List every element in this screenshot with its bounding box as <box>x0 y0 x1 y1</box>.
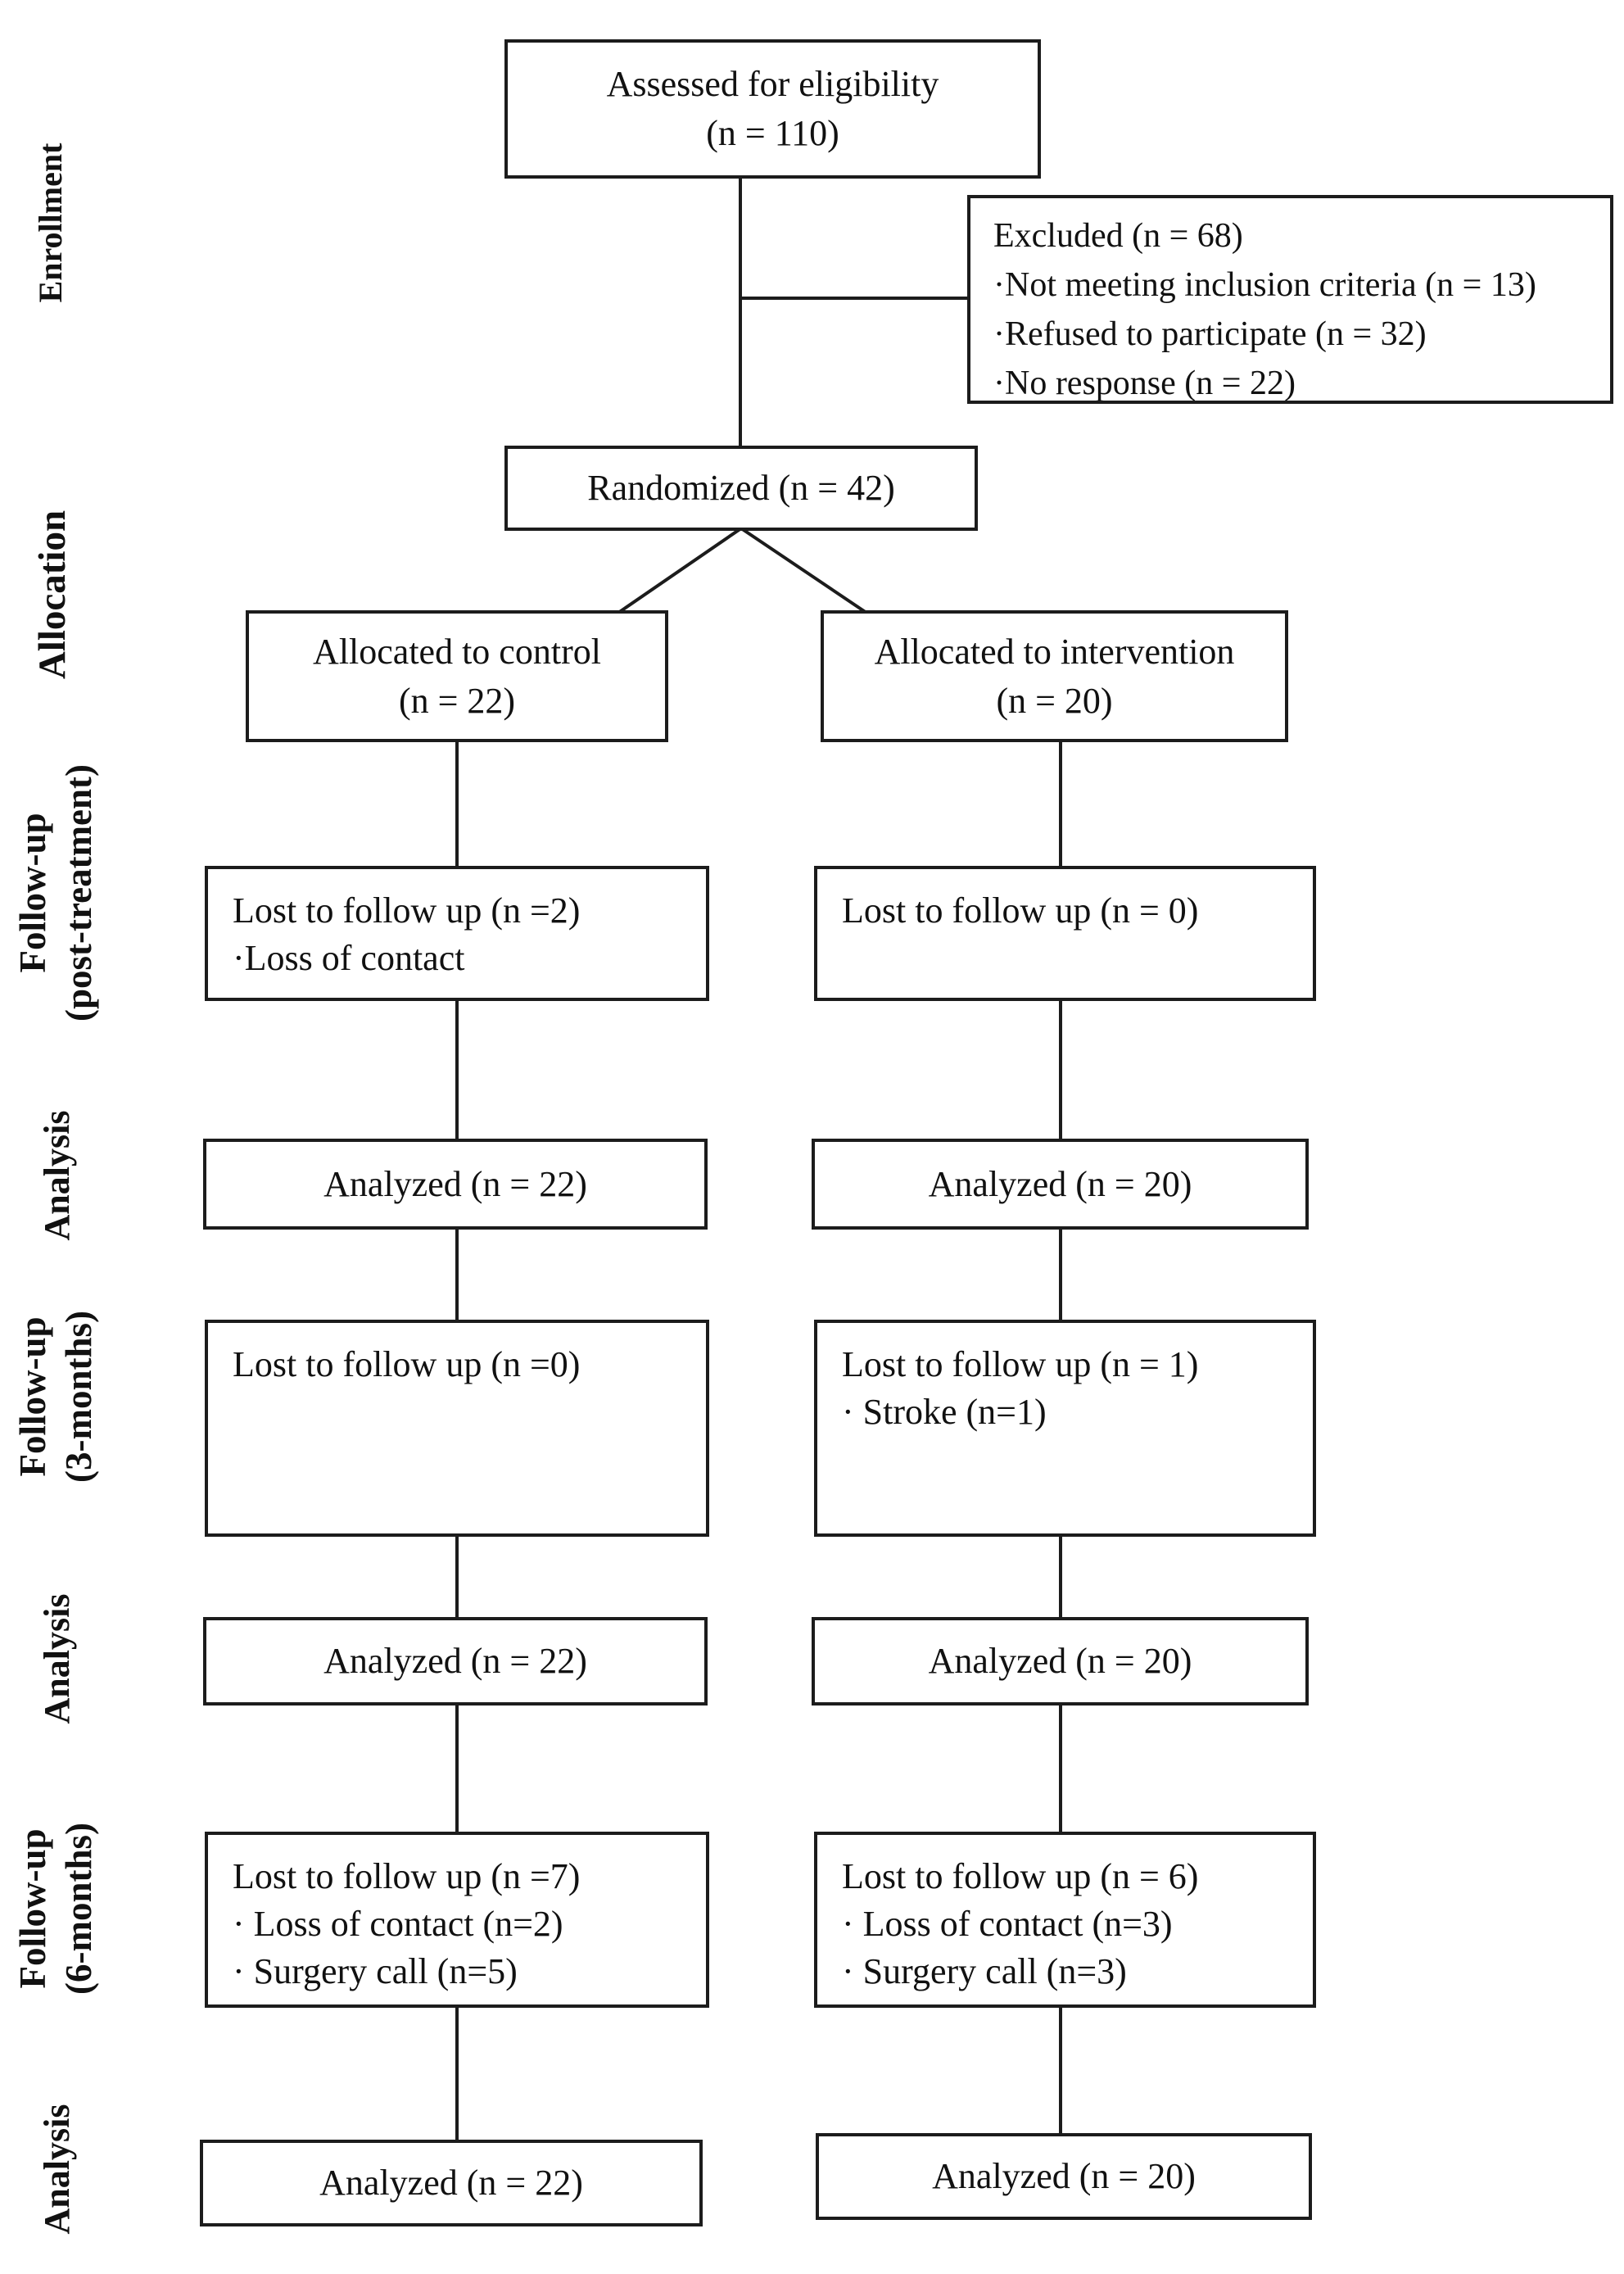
box-analyzed-3m-intervention: Analyzed (n = 20) <box>812 1617 1309 1706</box>
box-analyzed-6m-control: Analyzed (n = 22) <box>200 2140 703 2226</box>
box-lost-to-followup-3m-intervention: Lost to follow up (n = 1) · Stroke (n=1) <box>814 1320 1316 1537</box>
box-line: Excluded (n = 68) <box>993 217 1243 255</box>
box-line: Randomized (n = 42) <box>587 468 895 508</box>
stage-label-followup-3-months: Follow-up (3-months) <box>10 1311 102 1483</box>
box-line: Lost to follow up (n = 6) <box>842 1856 1199 1896</box>
stage-label-text: Analysis <box>37 1593 77 1724</box>
box-lost-to-followup-6m-control: Lost to follow up (n =7) · Loss of conta… <box>205 1832 709 2008</box>
box-line: ·Not meeting inclusion criteria (n = 13) <box>993 266 1536 304</box>
box-line: Allocated to intervention <box>874 631 1235 672</box>
connector-line <box>616 526 744 615</box>
stage-label-line: Follow-up <box>12 813 53 973</box>
box-lost-to-followup-post-control: Lost to follow up (n =2) ·Loss of contac… <box>205 866 709 1001</box>
box-line: · Stroke (n=1) <box>842 1392 1047 1432</box>
box-line: · Surgery call (n=5) <box>233 1951 518 1991</box>
box-analyzed-post-intervention: Analyzed (n = 20) <box>812 1139 1309 1230</box>
stage-label-text: Analysis <box>37 2104 77 2235</box>
stage-label-analysis-post-treatment: Analysis <box>34 1111 80 1241</box>
box-line: · Loss of contact (n=2) <box>233 1904 563 1944</box>
stage-label-line: Follow-up <box>12 1316 53 1477</box>
box-line: (n = 22) <box>398 680 516 721</box>
stage-label-enrollment: Enrollment <box>28 143 74 303</box>
box-analyzed-6m-intervention: Analyzed (n = 20) <box>816 2133 1312 2220</box>
stage-label-line: Follow-up <box>12 1828 53 1989</box>
stage-label-followup-post-treatment: Follow-up (post-treatment) <box>10 764 102 1021</box>
box-analyzed-3m-control: Analyzed (n = 22) <box>203 1617 708 1706</box>
box-line: ·Loss of contact <box>233 938 465 978</box>
box-randomized: Randomized (n = 42) <box>504 446 978 531</box>
box-lost-to-followup-post-intervention: Lost to follow up (n = 0) <box>814 866 1316 1001</box>
box-excluded: Excluded (n = 68) ·Not meeting inclusion… <box>967 195 1613 404</box>
stage-label-line: (6-months) <box>58 1823 99 1995</box>
box-lost-to-followup-3m-control: Lost to follow up (n =0) <box>205 1320 709 1537</box>
box-line: (n = 110) <box>706 113 839 153</box>
box-lost-to-followup-6m-intervention: Lost to follow up (n = 6) · Loss of cont… <box>814 1832 1316 2008</box>
box-line: Lost to follow up (n = 1) <box>842 1344 1199 1384</box>
box-line: Analyzed (n = 22) <box>319 2163 583 2203</box>
box-line: ·Refused to participate (n = 32) <box>993 315 1427 353</box>
box-line: Allocated to control <box>313 631 601 672</box>
box-line: Lost to follow up (n =2) <box>233 890 581 931</box>
box-line: Lost to follow up (n = 0) <box>842 890 1199 931</box>
stage-label-text: Enrollment <box>32 143 69 303</box>
stage-label-analysis-6-months: Analysis <box>34 2104 80 2235</box>
box-line: (n = 20) <box>996 680 1113 721</box>
box-line: Assessed for eligibility <box>606 64 939 104</box>
connector-line <box>739 526 869 615</box>
box-line: Lost to follow up (n =7) <box>233 1856 581 1896</box>
stage-label-text: Analysis <box>37 1110 77 1241</box>
box-assessed-for-eligibility: Assessed for eligibility (n = 110) <box>504 39 1041 179</box>
box-line: Analyzed (n = 20) <box>928 1163 1192 1204</box>
stage-label-analysis-3-months: Analysis <box>34 1594 80 1724</box>
box-line: Analyzed (n = 20) <box>932 2156 1196 2196</box>
stage-label-followup-6-months: Follow-up (6-months) <box>10 1823 102 1995</box>
stage-label-allocation: Allocation <box>29 510 75 679</box>
box-line: Lost to follow up (n =0) <box>233 1344 581 1384</box>
box-analyzed-post-control: Analyzed (n = 22) <box>203 1139 708 1230</box>
stage-label-line: (3-months) <box>58 1311 99 1483</box>
box-allocated-to-intervention: Allocated to intervention (n = 20) <box>821 610 1288 742</box>
box-line: · Loss of contact (n=3) <box>842 1904 1173 1944</box>
stage-label-text: Allocation <box>31 510 74 680</box>
box-line: Analyzed (n = 22) <box>323 1163 587 1204</box>
box-line: Analyzed (n = 22) <box>323 1641 587 1681</box>
box-line: ·No response (n = 22) <box>993 365 1296 402</box>
box-line: Analyzed (n = 20) <box>928 1641 1192 1681</box>
box-allocated-to-control: Allocated to control (n = 22) <box>246 610 668 742</box>
box-line: · Surgery call (n=3) <box>842 1951 1127 1991</box>
stage-label-line: (post-treatment) <box>58 763 99 1022</box>
